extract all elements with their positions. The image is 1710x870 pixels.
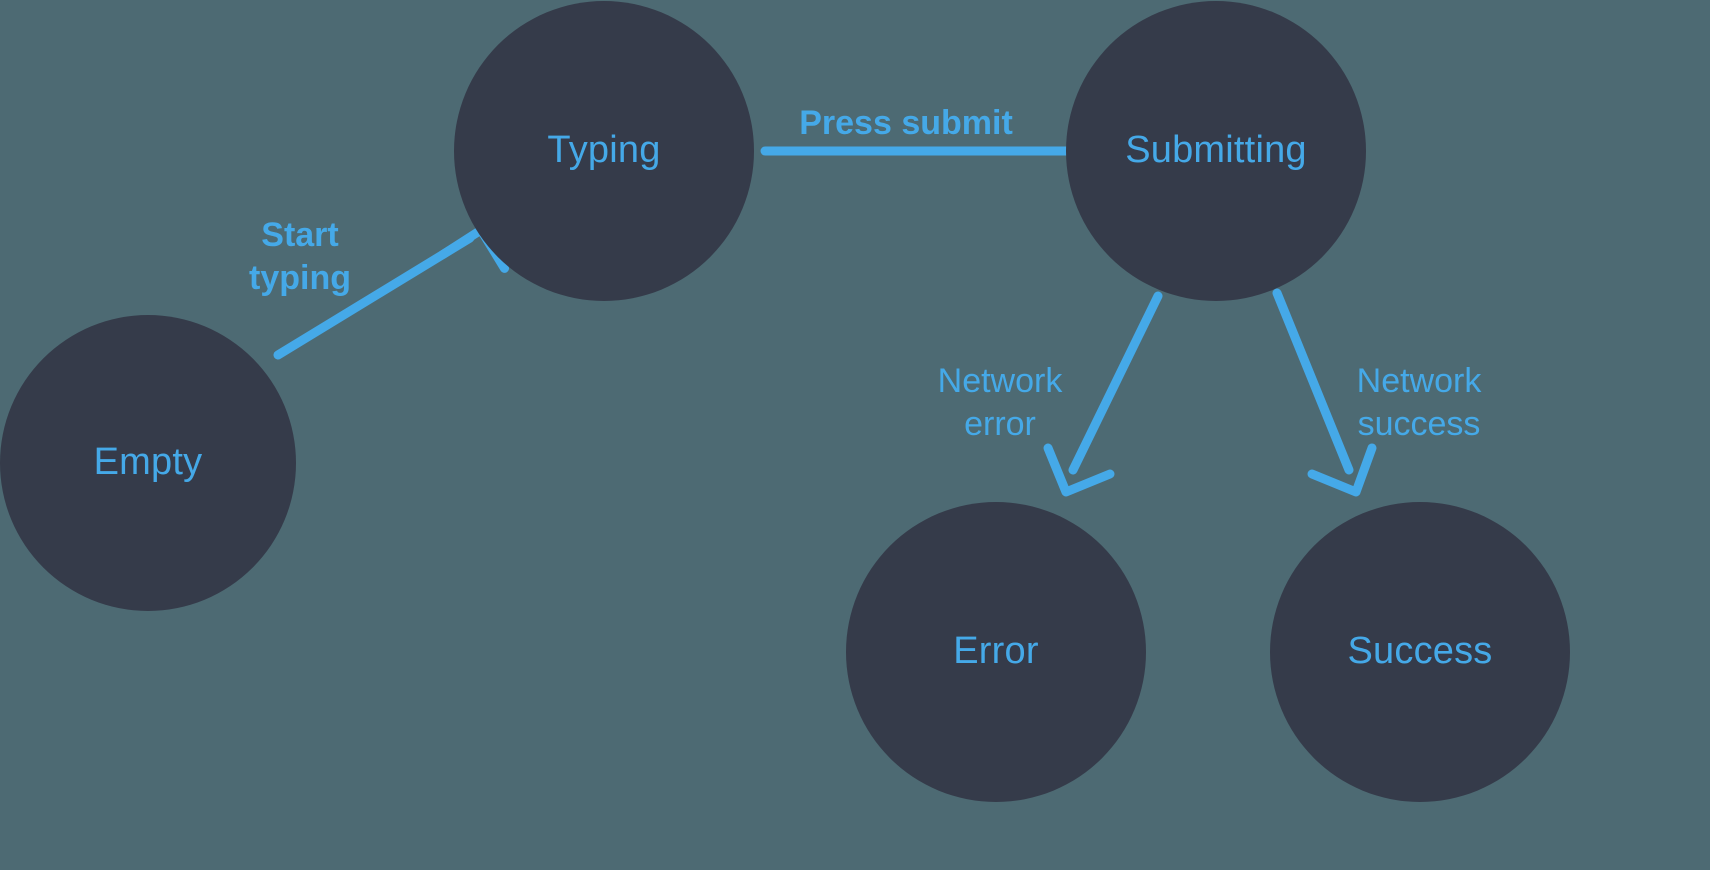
state-node-success[interactable]: Success — [1270, 502, 1570, 802]
edge-network-success — [1272, 288, 1377, 497]
edge-label-start-typing-text: Start typing — [249, 215, 351, 298]
edge-label-network-success-text: Network success — [1356, 361, 1482, 444]
edge-label-network-error-text: Network error — [937, 361, 1063, 444]
edge-label-press-submit: Press submit — [766, 58, 1046, 145]
state-label-success: Success — [1347, 630, 1493, 673]
state-node-empty[interactable]: Empty — [0, 315, 296, 611]
edge-label-press-submit-text: Press submit — [799, 103, 1013, 142]
state-node-error[interactable]: Error — [846, 502, 1146, 802]
state-label-error: Error — [953, 630, 1039, 673]
edge-label-network-success: Network success — [1296, 316, 1542, 447]
state-label-submitting: Submitting — [1125, 129, 1307, 172]
state-node-typing[interactable]: Typing — [454, 1, 754, 301]
state-label-empty: Empty — [93, 441, 203, 484]
edge-label-network-error: Network error — [880, 316, 1120, 447]
state-label-typing: Typing — [547, 129, 661, 172]
edge-network-error — [1043, 291, 1163, 497]
edge-label-start-typing: Start typing — [190, 170, 410, 301]
state-node-submitting[interactable]: Submitting — [1066, 1, 1366, 301]
